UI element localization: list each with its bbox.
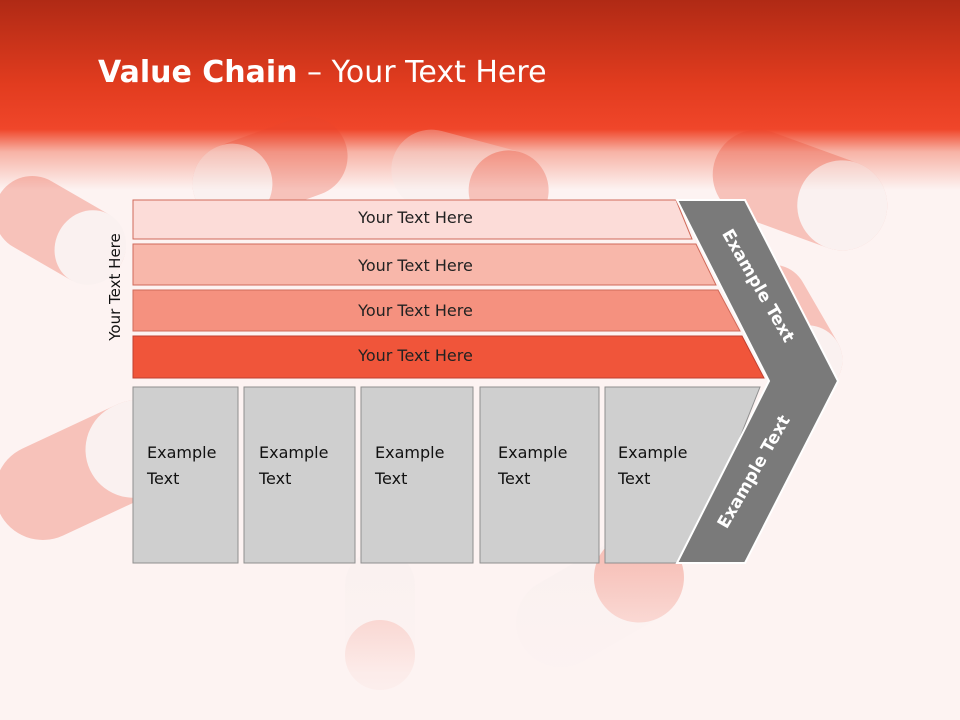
- stripe-3-label: Your Text Here: [358, 301, 473, 320]
- reflection-fade: [0, 564, 960, 720]
- title-bold: Value Chain: [98, 55, 298, 90]
- box-4[interactable]: [479, 386, 600, 564]
- chevron-arrow[interactable]: [675, 199, 840, 564]
- stripe-1[interactable]: [132, 199, 693, 240]
- stripe-4-label: Your Text Here: [358, 346, 473, 365]
- stripe-4[interactable]: [132, 335, 765, 379]
- stripe-2-label: Your Text Here: [358, 256, 473, 275]
- stripe-3[interactable]: [132, 289, 741, 332]
- header-band: [0, 0, 960, 190]
- slide-title: Value Chain – Your Text Here: [98, 55, 547, 90]
- stripe-2[interactable]: [132, 243, 717, 286]
- title-rest: – Your Text Here: [297, 55, 547, 90]
- box-2[interactable]: [243, 386, 356, 564]
- stripe-1-label: Your Text Here: [358, 208, 473, 227]
- box-1[interactable]: [132, 386, 239, 564]
- box-3[interactable]: [360, 386, 474, 564]
